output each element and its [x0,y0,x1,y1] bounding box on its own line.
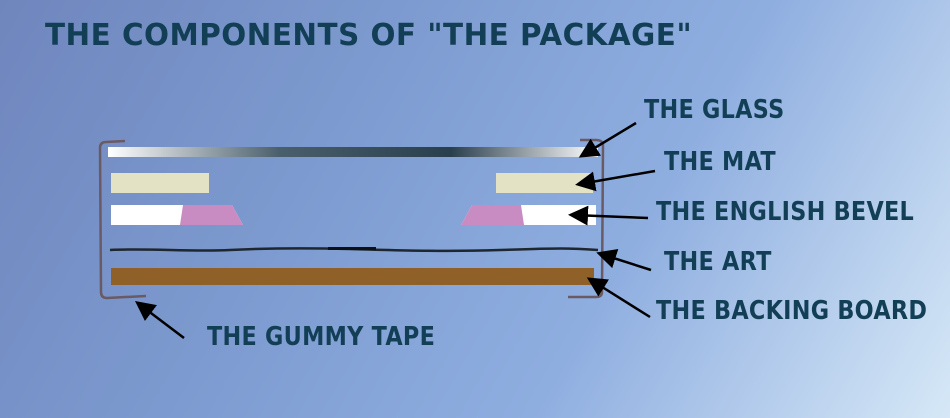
arrow-mat [575,169,656,192]
arrow-art [596,249,652,272]
label-art: THE ART [664,247,772,277]
arrow-english-bevel [568,205,649,226]
diagram-title: THE COMPONENTS OF "THE PACKAGE" [45,18,693,53]
mat-left [111,173,209,193]
label-english-bevel: THE ENGLISH BEVEL [656,197,915,227]
label-glass: THE GLASS [644,95,785,125]
arrow-gummy-tape [135,300,185,339]
glass-layer [108,147,598,157]
arrow-glass [578,121,637,158]
bevel-right-pink [461,205,524,225]
mat-right [496,173,593,193]
arrow-backing-board [586,277,651,319]
gummy-tape-left [98,139,147,300]
art-line-dark-segment [328,247,376,250]
label-gummy-tape: THE GUMMY TAPE [207,322,436,352]
backing-board [111,268,594,285]
bevel-left-pink [180,205,243,225]
label-backing-board: THE BACKING BOARD [656,296,928,326]
label-mat: THE MAT [664,147,776,177]
